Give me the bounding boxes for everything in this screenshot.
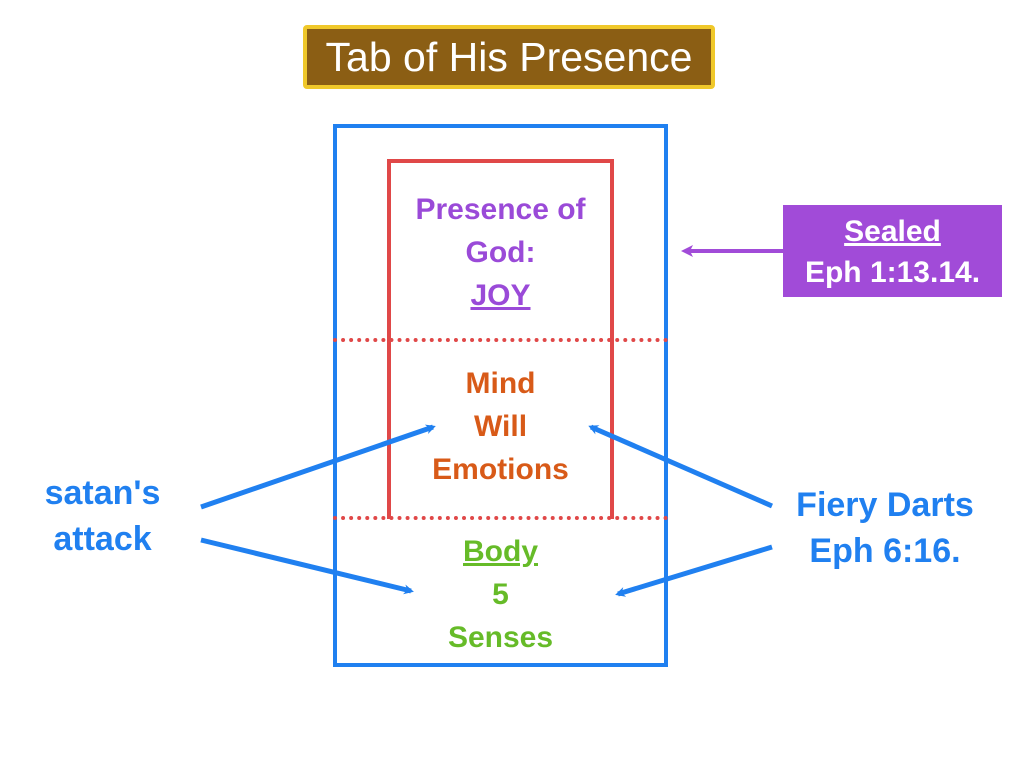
title-text: Tab of His Presence — [325, 34, 693, 80]
darts-line-2: Eph 6:16. — [809, 532, 961, 570]
arrow-attack-to-body — [200, 537, 414, 595]
spirit-line-2: God: — [465, 236, 536, 269]
body-section: Body 5 Senses — [337, 530, 664, 659]
sealed-heading: Sealed — [844, 215, 941, 248]
body-heading: Body — [463, 535, 538, 568]
attack-line-1: satan's — [44, 474, 161, 512]
arrow-darts-to-body — [615, 544, 773, 597]
attack-line-2: attack — [53, 520, 152, 558]
arrow-attack-to-soul — [200, 424, 436, 510]
sealed-callout: Sealed Eph 1:13.14. — [783, 205, 1002, 297]
divider-soul-body — [333, 516, 668, 520]
fiery-darts-label: Fiery Darts Eph 6:16. — [770, 482, 1000, 574]
body-senses: Senses — [447, 621, 554, 654]
outer-box-tabernacle — [333, 124, 668, 667]
soul-section: Mind Will Emotions — [387, 362, 614, 491]
darts-line-1: Fiery Darts — [796, 486, 974, 524]
arrow-darts-to-soul — [588, 424, 774, 509]
soul-mind: Mind — [465, 367, 536, 400]
title-banner: Tab of His Presence — [303, 25, 715, 89]
sealed-reference: Eph 1:13.14. — [804, 256, 981, 289]
soul-will: Will — [473, 410, 528, 443]
attack-label: satan's attack — [20, 470, 185, 562]
spirit-section: Presence of God: JOY — [387, 188, 614, 317]
spirit-line-1: Presence of — [415, 193, 586, 226]
soul-emotions: Emotions — [432, 453, 569, 486]
body-number: 5 — [492, 578, 509, 611]
spirit-joy: JOY — [470, 279, 531, 312]
divider-spirit-soul — [333, 338, 668, 342]
